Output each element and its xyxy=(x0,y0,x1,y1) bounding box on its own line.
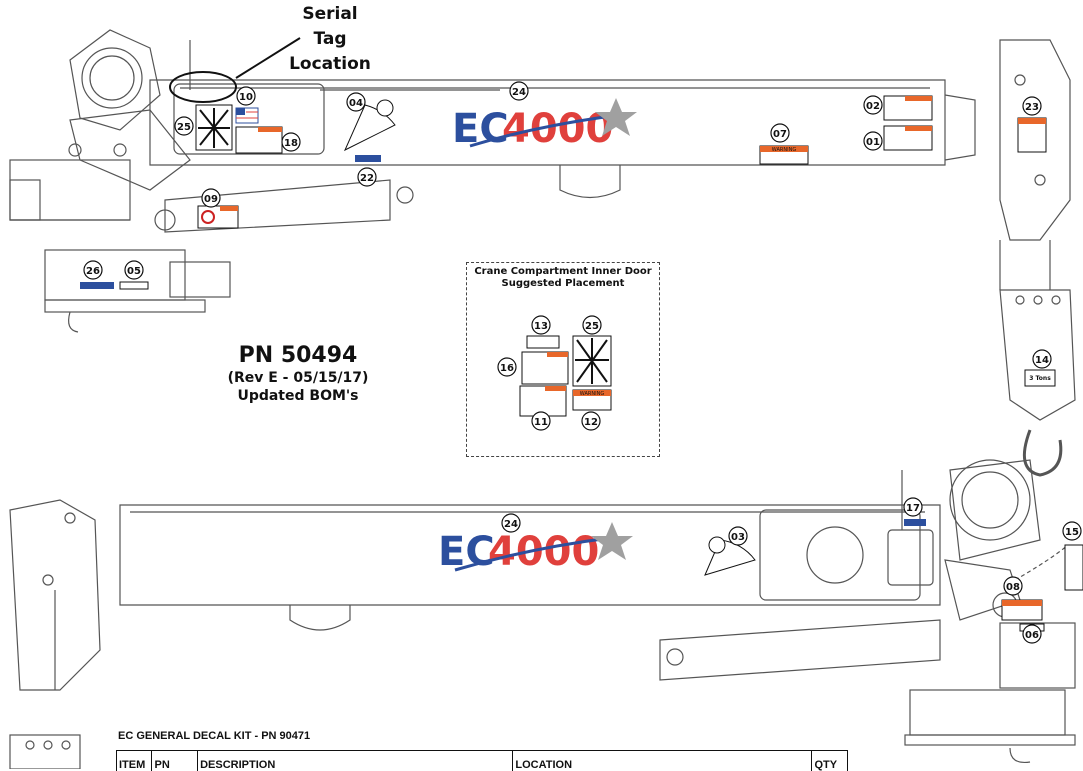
col-pn: PN xyxy=(152,751,198,771)
callout-25-upper: 25 xyxy=(175,117,193,135)
serial-tag-line2: Tag xyxy=(285,27,375,52)
ec4000-logo-lower: EC 4000 xyxy=(438,522,633,575)
callout-23: 23 xyxy=(1023,97,1041,115)
callout-15: 15 xyxy=(1063,522,1081,540)
callout-03: 03 xyxy=(729,527,747,545)
svg-text:23: 23 xyxy=(1025,102,1039,113)
svg-text:WARNING: WARNING xyxy=(772,147,797,153)
part-number: PN 50494 xyxy=(178,343,418,369)
callout-06: 06 xyxy=(1023,625,1041,643)
svg-text:07: 07 xyxy=(773,129,787,140)
callout-14: 14 xyxy=(1033,350,1051,368)
decal-22 xyxy=(355,155,381,162)
decal-05 xyxy=(120,282,148,289)
svg-text:10: 10 xyxy=(239,92,253,103)
part-number-block: PN 50494 (Rev E - 05/15/17) Updated BOM'… xyxy=(178,343,418,405)
svg-text:26: 26 xyxy=(86,266,100,277)
svg-text:04: 04 xyxy=(349,98,363,109)
svg-text:02: 02 xyxy=(866,101,880,112)
decal-18-warning xyxy=(236,127,282,153)
svg-text:14: 14 xyxy=(1035,355,1049,366)
decal-kit-table: ITEM PN DESCRIPTION LOCATION QTY xyxy=(116,750,848,771)
callout-07: 07 xyxy=(771,124,789,142)
decal-15 xyxy=(1065,545,1083,590)
decal-kit-header-row: ITEM PN DESCRIPTION LOCATION QTY xyxy=(117,751,848,771)
svg-text:3 Tons: 3 Tons xyxy=(1029,375,1051,382)
decal-10-flag xyxy=(236,108,258,123)
inner-door-title-line1: Crane Compartment Inner Door xyxy=(467,266,659,278)
col-item: ITEM xyxy=(117,751,152,771)
svg-text:24: 24 xyxy=(512,87,526,98)
svg-text:03: 03 xyxy=(731,532,745,543)
decal-kit-title: EC GENERAL DECAL KIT - PN 90471 xyxy=(118,730,310,742)
svg-text:EC: EC xyxy=(452,106,509,152)
svg-text:15: 15 xyxy=(1065,527,1079,538)
lower-hook-assembly xyxy=(10,500,100,769)
svg-text:24: 24 xyxy=(504,519,518,530)
svg-text:17: 17 xyxy=(906,503,920,514)
callout-05: 05 xyxy=(125,261,143,279)
decal-02 xyxy=(884,96,932,120)
svg-text:4000: 4000 xyxy=(488,529,599,575)
revision-label: (Rev E - 05/15/17) xyxy=(178,369,418,387)
serial-tag-label: Serial Tag Location xyxy=(285,2,375,77)
callout-08: 08 xyxy=(1004,577,1022,595)
decal-01 xyxy=(884,126,932,150)
callout-22: 22 xyxy=(358,168,376,186)
callout-01: 01 xyxy=(864,132,882,150)
inner-door-title: Crane Compartment Inner Door Suggested P… xyxy=(467,266,659,290)
col-location: LOCATION xyxy=(513,751,812,771)
decal-03-angle-gauge xyxy=(705,537,755,575)
callout-17: 17 xyxy=(904,498,922,516)
svg-text:18: 18 xyxy=(284,138,298,149)
callout-24-lower: 24 xyxy=(502,514,520,532)
serial-tag-line1: Serial xyxy=(285,2,375,27)
svg-text:08: 08 xyxy=(1006,582,1020,593)
serial-tag-line3: Location xyxy=(285,52,375,77)
callout-24-upper: 24 xyxy=(510,82,528,100)
callout-09: 09 xyxy=(202,189,220,207)
decal-14-tons: 3 Tons xyxy=(1025,370,1055,386)
decal-08 xyxy=(1002,600,1042,620)
bom-note: Updated BOM's xyxy=(178,387,418,405)
lower-boom xyxy=(120,470,940,680)
svg-text:05: 05 xyxy=(127,266,141,277)
callout-02: 02 xyxy=(864,96,882,114)
decal-17 xyxy=(904,519,926,526)
callout-26: 26 xyxy=(84,261,102,279)
decal-07-warning: WARNING xyxy=(760,146,808,164)
inner-door-title-line2: Suggested Placement xyxy=(467,278,659,290)
callout-04: 04 xyxy=(347,93,365,111)
decal-23 xyxy=(1018,118,1046,152)
inner-door-placement-box: Crane Compartment Inner Door Suggested P… xyxy=(466,262,660,457)
decal-26 xyxy=(80,282,114,289)
svg-text:09: 09 xyxy=(204,194,218,205)
col-description: DESCRIPTION xyxy=(198,751,513,771)
decal-09 xyxy=(198,206,238,228)
upper-motor-assembly xyxy=(10,30,190,230)
callout-10: 10 xyxy=(237,87,255,105)
callout-18: 18 xyxy=(282,133,300,151)
svg-text:01: 01 xyxy=(866,137,880,148)
svg-text:22: 22 xyxy=(360,173,374,184)
svg-text:25: 25 xyxy=(177,122,191,133)
decal-25-upper xyxy=(196,105,232,150)
col-qty: QTY xyxy=(812,751,848,771)
svg-text:06: 06 xyxy=(1025,630,1039,641)
ec4000-logo-upper: EC 4000 xyxy=(452,98,637,152)
